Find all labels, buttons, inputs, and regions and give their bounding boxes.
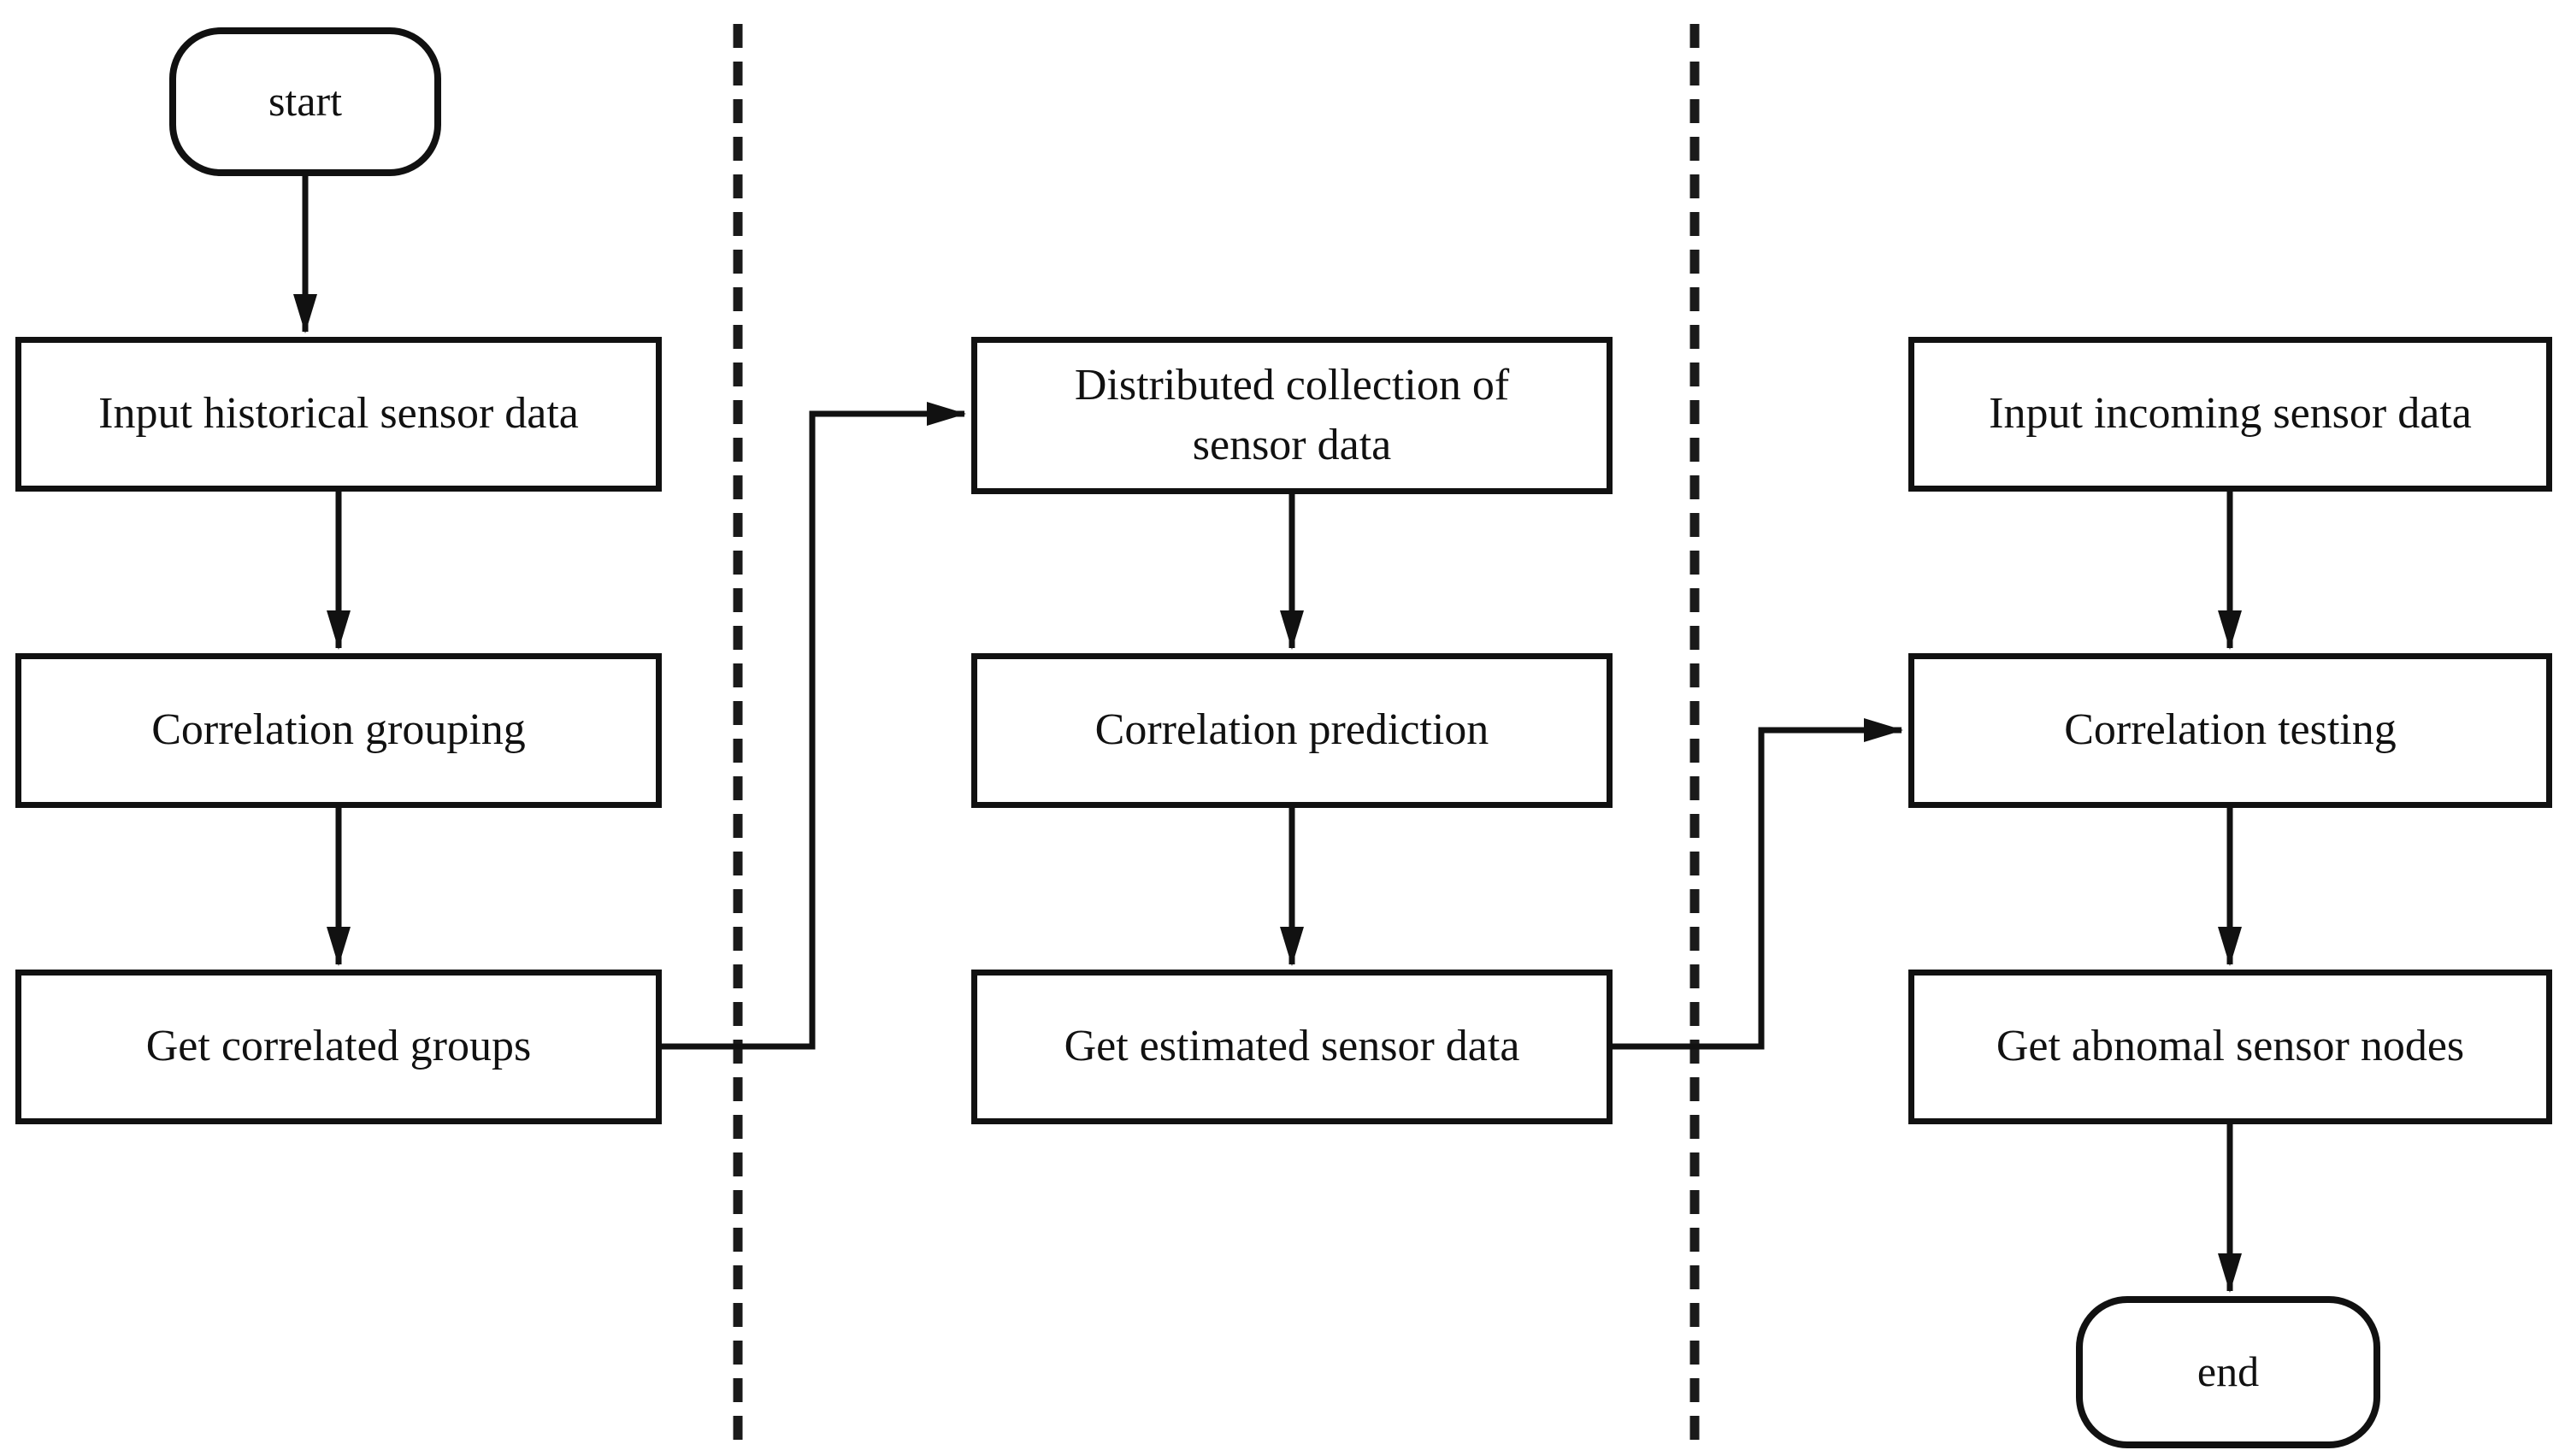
node-correlation-prediction-label: Correlation prediction (1094, 705, 1489, 755)
node-end-label: end (2196, 1347, 2260, 1396)
elbow-get-estimated-to-correlation-testing (1613, 718, 1903, 1050)
node-input-historical-sensor-data: Input historical sensor data (15, 337, 662, 492)
node-correlation-testing-label: Correlation testing (2064, 705, 2397, 755)
node-correlation-grouping: Correlation grouping (15, 653, 662, 808)
node-input-historical-label: Input historical sensor data (98, 389, 579, 439)
elbow-get-correlated-groups-to-distributed-collection (662, 402, 966, 1050)
node-get-estimated-sensor-data: Get estimated sensor data (971, 970, 1613, 1124)
node-correlation-testing: Correlation testing (1908, 653, 2552, 808)
node-input-incoming-sensor-data: Input incoming sensor data (1908, 337, 2552, 492)
node-distributed-collection: Distributed collection of sensor data (971, 337, 1613, 494)
node-get-correlated-groups-label: Get correlated groups (145, 1022, 532, 1071)
node-get-abnomal-label: Get abnomal sensor nodes (1996, 1022, 2465, 1071)
node-get-correlated-groups: Get correlated groups (15, 970, 662, 1124)
node-get-estimated-label: Get estimated sensor data (1064, 1022, 1520, 1071)
node-correlation-grouping-label: Correlation grouping (151, 705, 526, 755)
node-input-incoming-label: Input incoming sensor data (1989, 389, 2472, 439)
node-correlation-prediction: Correlation prediction (971, 653, 1613, 808)
node-start: start (169, 27, 441, 176)
node-start-label: start (268, 77, 343, 126)
node-end: end (2076, 1296, 2380, 1448)
node-get-abnomal-sensor-nodes: Get abnomal sensor nodes (1908, 970, 2552, 1124)
node-distributed-collection-label: Distributed collection of sensor data (1074, 360, 1510, 469)
